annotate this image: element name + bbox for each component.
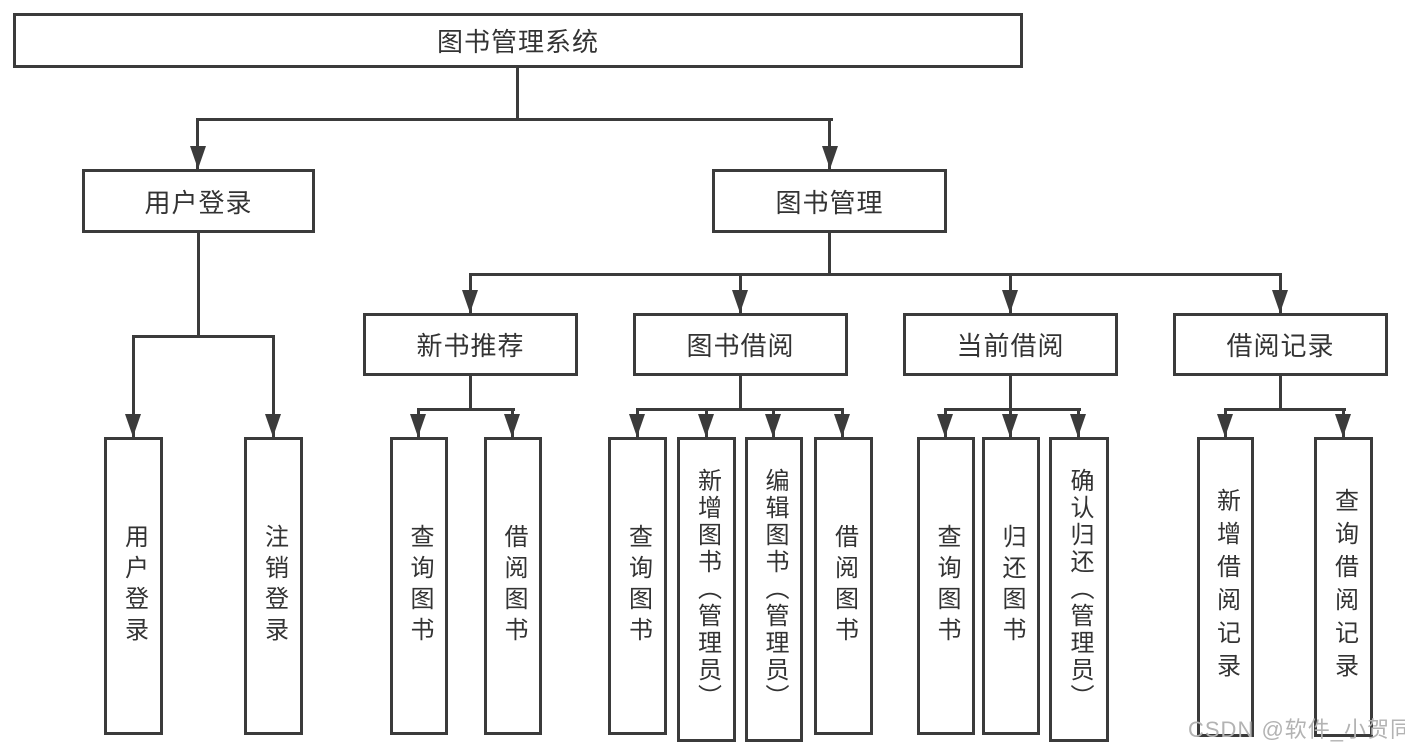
arrowhead-down-icon [1002, 414, 1018, 437]
node-new-book-recommend: 新书推荐 [363, 313, 578, 376]
node-label: 查询借阅记录 [1330, 488, 1358, 686]
connector-book-management-stem [828, 233, 831, 273]
arrowhead-down-icon [1217, 414, 1233, 437]
node-label: 用户登录 [120, 524, 148, 648]
connector-book-borrow-stem [739, 376, 742, 408]
node-leaf-add-borrow-record: 新增借阅记录 [1197, 437, 1254, 737]
arrowhead-down-icon [1335, 414, 1351, 437]
node-current-borrow: 当前借阅 [903, 313, 1118, 376]
node-label: 编辑图书（管理员） [761, 468, 788, 711]
node-leaf-query-book-current: 查询图书 [917, 437, 975, 735]
node-label: 新增图书（管理员） [693, 468, 721, 711]
node-leaf-add-book-admin: 新增图书（管理员） [677, 437, 736, 742]
node-label: 查询图书 [624, 524, 652, 648]
arrowhead-down-icon [629, 414, 645, 437]
node-leaf-confirm-return-admin: 确认归还（管理员） [1049, 437, 1109, 742]
node-label: 新增借阅记录 [1212, 488, 1240, 686]
arrowhead-down-icon [265, 414, 281, 437]
connector-new-book-stem [469, 376, 472, 408]
node-label: 借阅图书 [500, 524, 527, 648]
arrowhead-down-icon [937, 414, 953, 437]
node-leaf-query-borrow-record: 查询借阅记录 [1314, 437, 1373, 737]
node-leaf-borrow-book-recommend: 借阅图书 [484, 437, 542, 735]
node-leaf-query-book-borrow: 查询图书 [608, 437, 667, 735]
node-label: 当前借阅 [956, 331, 1065, 361]
connector-user-login-stem [197, 233, 200, 335]
node-leaf-logout: 注销登录 [244, 437, 303, 735]
node-label: 确认归还（管理员） [1066, 468, 1093, 711]
node-label: 归还图书 [998, 524, 1025, 648]
node-label: 查询图书 [406, 524, 433, 648]
arrowhead-down-icon [822, 146, 838, 169]
arrowhead-down-icon [190, 146, 206, 169]
connector-user-login-bus [132, 335, 275, 338]
connector-borrow-record-bus [1224, 408, 1346, 411]
arrowhead-down-icon [834, 414, 850, 437]
node-label: 图书借阅 [686, 331, 795, 361]
node-label: 注销登录 [260, 524, 288, 648]
connector-current-borrow-stem [1009, 376, 1012, 408]
node-leaf-return-book: 归还图书 [982, 437, 1040, 735]
arrowhead-down-icon [1272, 290, 1288, 313]
node-user-login: 用户登录 [82, 169, 315, 233]
node-label: 查询图书 [933, 524, 960, 648]
arrowhead-down-icon [1070, 414, 1086, 437]
node-root: 图书管理系统 [13, 13, 1023, 68]
arrowhead-down-icon [765, 414, 781, 437]
node-label: 借阅图书 [830, 524, 858, 648]
node-label: 图书管理系统 [436, 27, 599, 57]
node-label: 图书管理 [775, 187, 884, 218]
connector-stem-leaf [132, 335, 135, 437]
connector-stem-user-login [196, 118, 199, 169]
csdn-watermark: CSDN @软件_小贺同学 [1188, 717, 1405, 742]
connector-book-borrow-bus [636, 408, 844, 411]
connector-book-management-bus [469, 273, 1282, 276]
node-label: 借阅记录 [1226, 331, 1335, 361]
arrowhead-down-icon [698, 414, 714, 437]
node-leaf-query-book-recommend: 查询图书 [390, 437, 448, 735]
arrowhead-down-icon [462, 290, 478, 313]
connector-stem-leaf [272, 335, 275, 437]
arrowhead-down-icon [504, 414, 520, 437]
connector-stem-book-management [828, 118, 831, 169]
connector-current-borrow-bus [944, 408, 1081, 411]
node-leaf-user-login: 用户登录 [104, 437, 163, 735]
arrowhead-down-icon [1002, 290, 1018, 313]
connector-root-bus [196, 118, 833, 121]
arrowhead-down-icon [125, 414, 141, 437]
arrowhead-down-icon [410, 414, 426, 437]
node-leaf-edit-book-admin: 编辑图书（管理员） [745, 437, 803, 742]
connector-root-stem [516, 68, 519, 118]
arrowhead-down-icon [732, 290, 748, 313]
node-leaf-borrow-book: 借阅图书 [814, 437, 873, 735]
node-book-borrow: 图书借阅 [633, 313, 848, 376]
node-borrow-record: 借阅记录 [1173, 313, 1388, 376]
node-label: 新书推荐 [416, 331, 525, 361]
node-label: 用户登录 [144, 187, 253, 218]
connector-new-book-bus [417, 408, 515, 411]
connector-borrow-record-stem [1279, 376, 1282, 408]
node-book-management: 图书管理 [712, 169, 947, 233]
